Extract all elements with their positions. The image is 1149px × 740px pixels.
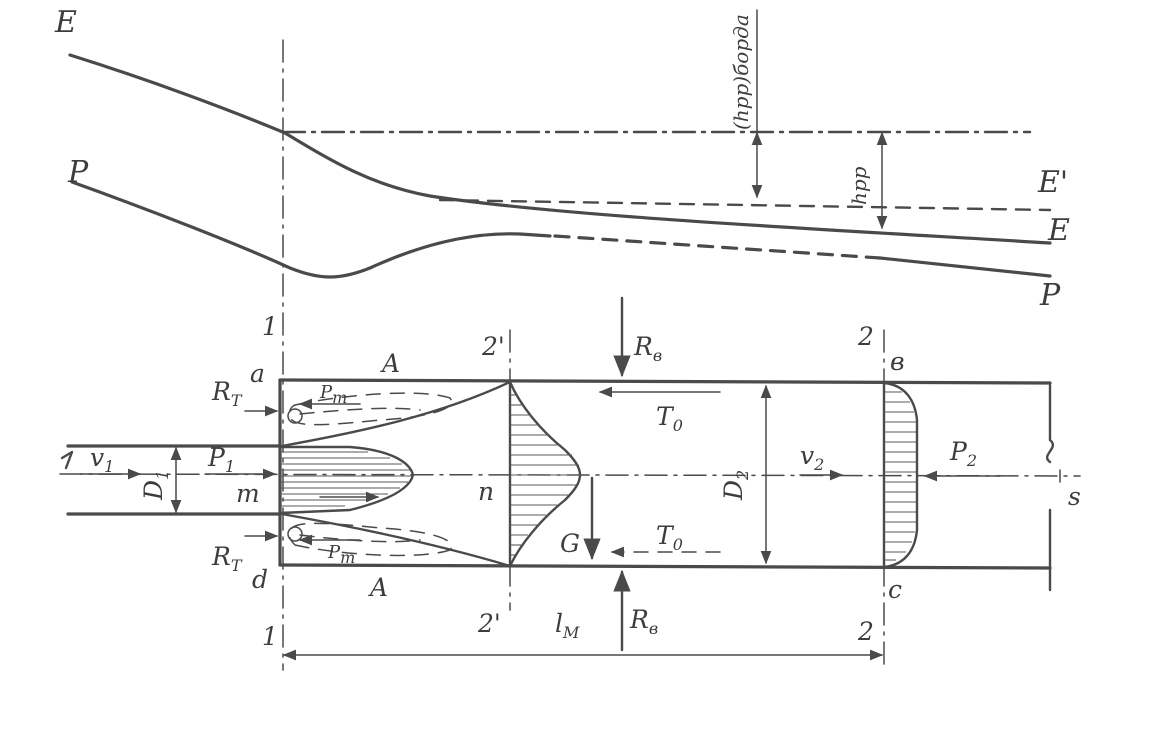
label-section-2-bottom: 2 (857, 617, 874, 646)
label-v1: v1 (90, 443, 114, 476)
label-section-1-bottom: 1 (262, 622, 278, 651)
label-b: в (890, 347, 905, 376)
section-2prime-profile-hatching (510, 394, 580, 556)
label-E-prime: E' (1037, 165, 1068, 200)
label-d: d (252, 565, 268, 594)
label-p-bottom: Pт (327, 542, 355, 567)
label-section-2-top: 2 (857, 322, 874, 351)
label-D1: D1 (139, 470, 172, 501)
label-T0-top: T0 (656, 402, 683, 435)
label-section-2prime-top: 2' (481, 332, 505, 361)
label-E-right: E (1047, 213, 1070, 248)
large-pipe-top-wall (278, 378, 1052, 385)
label-p-top: Pт (319, 382, 347, 407)
pipe-break-mark (1045, 438, 1055, 464)
label-D2: D2 (719, 470, 752, 501)
jet-boundary-top (280, 380, 512, 448)
entry-profile-hatching (280, 451, 412, 507)
label-P-left: P (67, 155, 89, 190)
label-G: G (560, 529, 580, 558)
label-a: a (250, 359, 265, 388)
section-2-velocity-profile (882, 381, 919, 569)
label-h-pp: hpp (847, 166, 871, 205)
label-m: m (236, 479, 260, 508)
label-R-T-bottom: RT (211, 542, 243, 575)
large-pipe-bottom-wall (278, 563, 1052, 570)
label-v2: v2 (800, 441, 824, 474)
label-R-T-top: RT (211, 377, 243, 410)
energy-line-E-prime (438, 198, 1052, 212)
label-P1: P1 (207, 443, 235, 476)
label-c: c (888, 575, 902, 604)
label-lM: lM (555, 609, 580, 642)
label-n: n (478, 477, 494, 506)
jet-boundary-bottom (280, 512, 512, 568)
break-mark-left (60, 450, 74, 470)
piezometric-line-P-right (878, 256, 1052, 278)
label-h-borda: (hpp)борда (729, 14, 753, 130)
label-P2: P2 (949, 437, 977, 470)
eddy-top (287, 392, 453, 426)
piezometric-line-P (70, 180, 552, 279)
section-2-profile-hatching (884, 391, 916, 561)
piezometric-line-P-dashed (553, 234, 882, 260)
label-R-b-top: Rв (633, 332, 662, 365)
label-T0-bottom: T0 (656, 521, 683, 554)
label-section-2prime-bottom: 2' (477, 609, 501, 638)
entry-velocity-profile (278, 445, 415, 515)
eddy-bottom (287, 522, 453, 557)
label-A-bottom: A (368, 573, 388, 602)
label-P-right: P (1039, 278, 1061, 313)
label-section-1-top: 1 (262, 312, 278, 341)
label-s: s (1068, 482, 1081, 511)
label-E-left: E (54, 5, 77, 40)
label-R-b-bottom: Rв (629, 605, 658, 638)
label-A-top: A (380, 349, 400, 378)
energy-line-E (68, 53, 1052, 245)
